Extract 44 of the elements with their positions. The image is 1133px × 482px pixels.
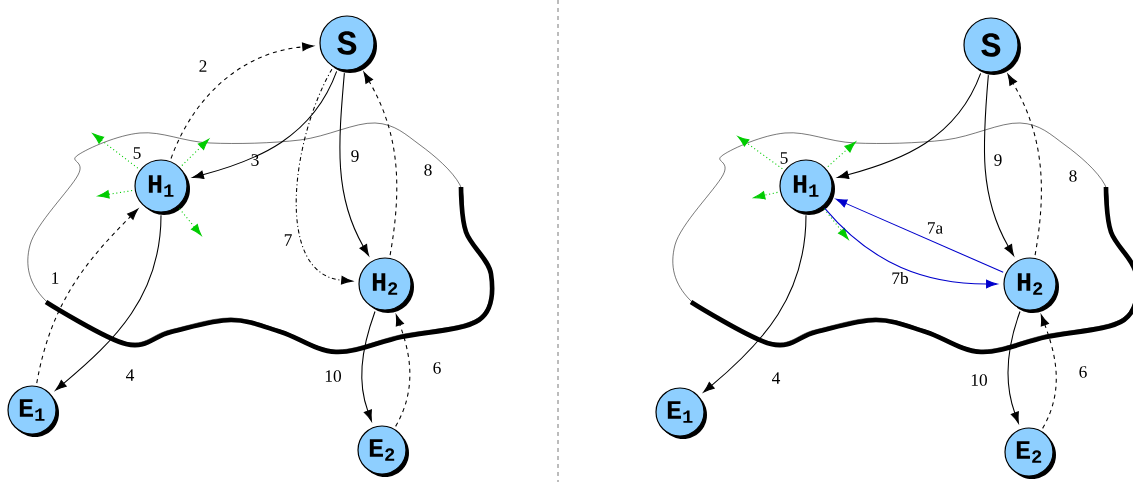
edge-label: 4	[772, 372, 781, 384]
arrow	[827, 141, 856, 168]
edge-label: 7b	[892, 271, 908, 285]
edge-label: 10	[971, 374, 987, 386]
cloud-shape	[672, 122, 1133, 355]
edge-label: 7	[284, 234, 292, 246]
arrow	[823, 208, 849, 240]
edge-label: 1	[52, 272, 59, 284]
cloud-shape	[27, 122, 495, 355]
arrow	[295, 68, 353, 285]
edge-label: 7a	[927, 222, 943, 234]
edge-label: 8	[1069, 170, 1077, 182]
arrow	[181, 138, 209, 167]
arrow	[395, 314, 411, 427]
arrow	[983, 74, 1015, 256]
arrow	[55, 214, 162, 391]
edge-label: 6	[1079, 366, 1087, 378]
arrow	[361, 310, 376, 422]
arrow	[837, 72, 982, 179]
arrow	[824, 207, 998, 289]
arrow	[1007, 73, 1042, 256]
arrow	[192, 70, 338, 179]
arrow	[92, 133, 139, 169]
arrow	[97, 190, 133, 199]
arrow	[363, 71, 398, 256]
edge-label: 10	[325, 370, 341, 382]
edge-label: 8	[424, 164, 432, 176]
arrow	[178, 208, 202, 236]
arrow	[835, 198, 1004, 273]
edge-label: 9	[351, 150, 359, 162]
edge-label: 6	[433, 362, 441, 374]
edge-label: 2	[199, 60, 207, 72]
arrow	[1007, 310, 1021, 424]
arrow	[170, 42, 314, 160]
arrow	[703, 214, 807, 393]
arrow	[339, 72, 370, 256]
arrow	[1040, 314, 1057, 429]
edge-label: 9	[994, 154, 1002, 166]
edge-label: 4	[126, 369, 135, 381]
edge-label: 3	[251, 154, 259, 166]
arrow	[737, 136, 783, 170]
arrow	[36, 208, 139, 384]
arrow	[753, 191, 778, 200]
edge-label: 5	[133, 147, 141, 159]
